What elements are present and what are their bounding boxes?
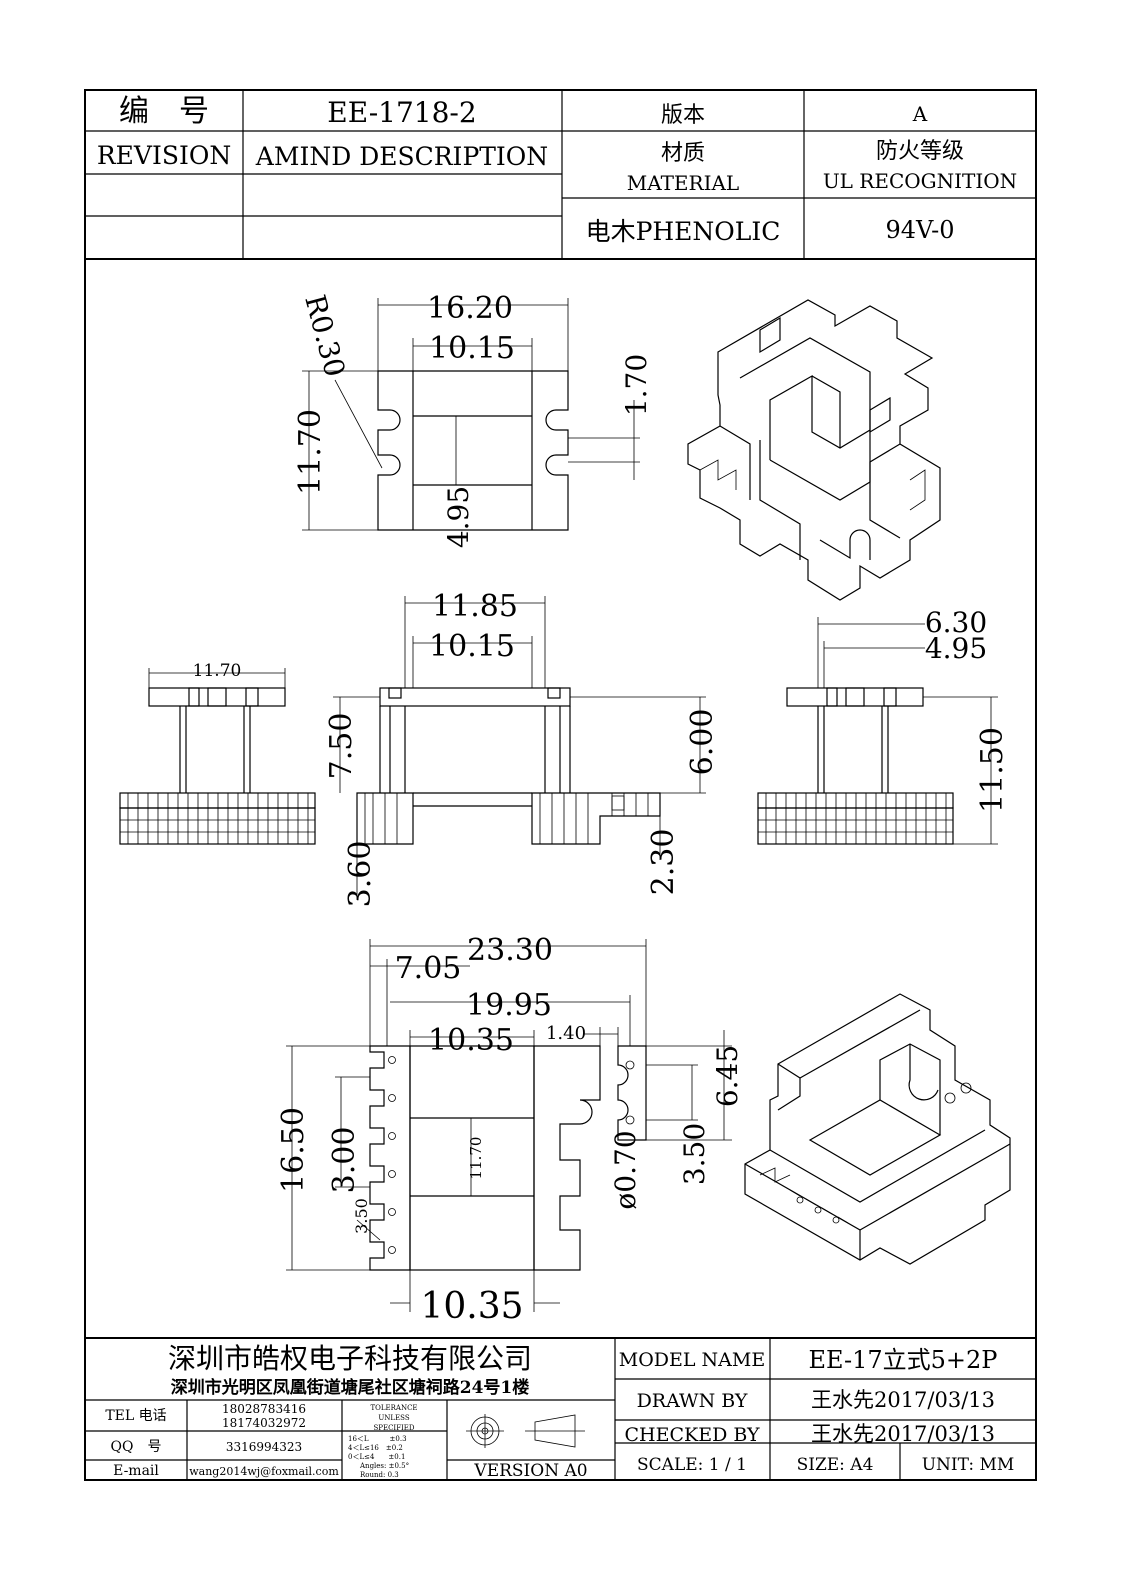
left-side-view: 11.70 <box>119 661 316 845</box>
dim-front-height-right: 6.00 <box>685 709 720 776</box>
bottom-view: 23.30 7.05 19.95 10.35 1.40 16.50 3.00 3… <box>276 933 744 1327</box>
qq-value: 3316994323 <box>226 1440 302 1454</box>
tel-label: TEL 电话 <box>105 1408 166 1424</box>
isometric-view-bottom <box>744 993 1011 1265</box>
dim-top-center: 4.95 <box>442 486 475 548</box>
dim-right-inner: 4.95 <box>925 632 987 665</box>
company-name: 深圳市皓权电子科技有限公司 <box>168 1342 532 1375</box>
dim-bottom-sub-pitch: 3.50 <box>352 1198 371 1234</box>
dim-front-base-left: 3.60 <box>343 841 378 908</box>
dim-top-width-outer: 16.20 <box>427 291 513 326</box>
version-value: A <box>912 102 928 126</box>
amind-description-label: AMIND DESCRIPTION <box>255 142 548 171</box>
ul-cn-label: 防火等级 <box>876 139 964 164</box>
front-view: 11.85 10.15 7.50 3.60 6.00 2.30 <box>324 589 720 907</box>
sheet-border <box>84 89 1037 1481</box>
ul-value: 94V-0 <box>885 216 954 244</box>
svg-text:Angles: ±0.5°: Angles: ±0.5° <box>359 1462 409 1470</box>
email-value: wang2014wj@foxmail.com <box>189 1465 339 1478</box>
svg-text:TOLERANCE: TOLERANCE <box>370 1404 417 1412</box>
version-text: VERSION A0 <box>473 1461 587 1481</box>
version-label: 版本 <box>661 103 705 128</box>
svg-text:4＜L≤16 ±0.2: 4＜L≤16 ±0.2 <box>348 1444 403 1452</box>
material-cn-label: 材质 <box>661 141 705 166</box>
tolerance-note: TOLERANCE UNLESS SPECIFIED 16＜L ±0.3 4＜L… <box>348 1404 418 1479</box>
dim-bottom-gap: 1.40 <box>546 1023 586 1044</box>
scale-text: SCALE: 1 / 1 <box>637 1455 747 1475</box>
footer-title-block: 深圳市皓权电子科技有限公司 深圳市光明区凤凰街道塘尾社区塘祠路24号1楼 TEL… <box>85 1337 1036 1481</box>
right-side-view: 6.30 4.95 11.50 <box>757 606 1010 845</box>
svg-text:UNLESS: UNLESS <box>378 1414 409 1422</box>
number-label: 编 号 <box>119 94 209 129</box>
dim-bottom-center: 11.70 <box>467 1137 485 1180</box>
material-value: 电木PHENOLIC <box>586 217 781 246</box>
material-en-label: MATERIAL <box>627 171 739 195</box>
dim-bottom-inner: 10.35 <box>428 1023 514 1058</box>
tel-value-2: 18174032972 <box>222 1416 306 1430</box>
dim-front-top-outer: 11.85 <box>432 589 518 624</box>
isometric-view-top <box>687 299 941 601</box>
svg-text:16＜L ±0.3: 16＜L ±0.3 <box>348 1435 407 1443</box>
dim-bottom-pitch-left: 3.00 <box>327 1127 362 1194</box>
dim-right-height: 11.50 <box>975 727 1010 813</box>
dim-top-slot: 1.70 <box>620 354 653 416</box>
model-name-label: MODEL NAME <box>619 1349 765 1371</box>
dim-front-top-inner: 10.15 <box>429 629 515 664</box>
company-address: 深圳市光明区凤凰街道塘尾社区塘祠路24号1楼 <box>171 1377 530 1398</box>
svg-text:Round: 0.3: Round: 0.3 <box>360 1471 399 1479</box>
size-text: SIZE: A4 <box>797 1455 874 1475</box>
projection-symbol-icon <box>466 1414 585 1448</box>
ul-en-label: UL RECOGNITION <box>823 169 1017 193</box>
tel-value-1: 18028783416 <box>222 1402 306 1416</box>
svg-text:SPECIFIED: SPECIFIED <box>373 1424 414 1432</box>
dim-top-width-inner: 10.15 <box>429 331 515 366</box>
model-name-value: EE-17立式5+2P <box>809 1346 998 1374</box>
dim-bottom-span: 6.45 <box>711 1045 744 1107</box>
checked-by-value: 王水先2017/03/13 <box>811 1422 995 1446</box>
drawn-by-label: DRAWN BY <box>637 1390 748 1412</box>
dim-left-width: 11.70 <box>193 661 242 681</box>
dim-front-base-right: 2.30 <box>646 829 681 896</box>
dim-front-height-left: 7.50 <box>324 713 359 780</box>
dim-right-outer: 6.30 <box>925 606 987 639</box>
dim-bottom-pin-diameter: ø0.70 <box>609 1130 642 1209</box>
top-view: 16.20 10.15 R0.30 11.70 1.70 4.95 <box>293 291 653 548</box>
qq-label: QQ 号 <box>111 1439 162 1455</box>
unit-text: UNIT: MM <box>922 1455 1015 1475</box>
dim-bottom-total: 23.30 <box>467 933 553 968</box>
dim-top-height: 11.70 <box>293 409 328 495</box>
number-value: EE-1718-2 <box>327 96 476 129</box>
header-title-block: 编 号 EE-1718-2 版本 A REVISION AMIND DESCRI… <box>85 90 1036 260</box>
email-label: E-mail <box>113 1463 159 1479</box>
checked-by-label: CHECKED BY <box>624 1424 759 1446</box>
dim-bottom-height: 16.50 <box>276 1107 311 1193</box>
dim-bottom-mid: 19.95 <box>466 988 552 1023</box>
dim-bottom-offset: 7.05 <box>395 951 462 986</box>
dim-bottom-pin-pitch: 3.50 <box>678 1123 711 1185</box>
revision-label: REVISION <box>97 141 231 170</box>
dim-bottom-base: 10.35 <box>420 1286 523 1327</box>
drawn-by-value: 王水先2017/03/13 <box>811 1388 995 1412</box>
dim-top-radius: R0.30 <box>298 291 351 380</box>
svg-text:0＜L≤4 ±0.1: 0＜L≤4 ±0.1 <box>348 1453 405 1461</box>
